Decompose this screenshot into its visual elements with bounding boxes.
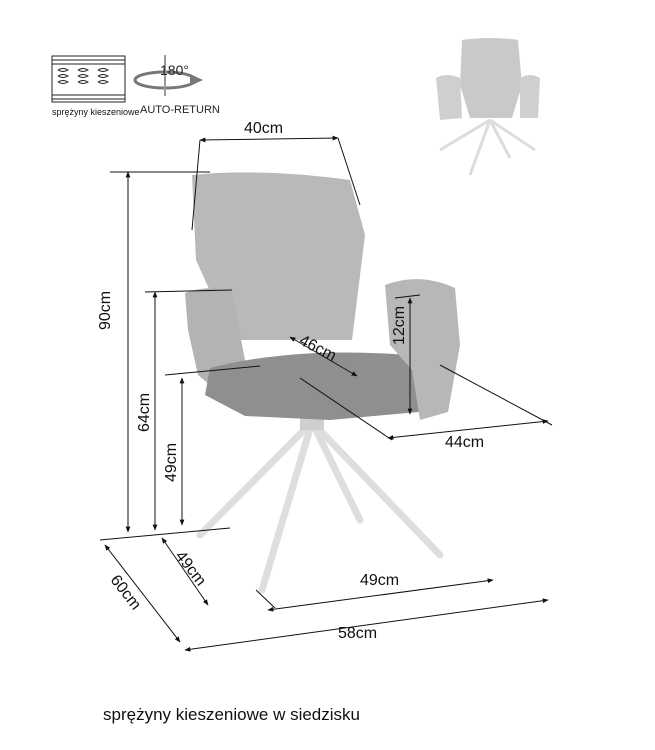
rotation-label: AUTO-RETURN: [140, 104, 220, 116]
chair-illustration: [185, 172, 460, 594]
dimension-seat-height: 49cm: [163, 442, 180, 482]
pocket-springs-icon: [51, 55, 126, 103]
chair-base: [196, 418, 444, 594]
caption: sprężyny kieszeniowe w siedzisku: [103, 705, 360, 724]
dimension-lines: [99, 135, 553, 652]
rotation-icon: [133, 55, 203, 96]
seat: [205, 352, 445, 420]
dimension-armrest-height: 64cm: [136, 392, 153, 432]
dimension-total-height: 90cm: [97, 290, 114, 330]
rotation-value: 180°: [160, 62, 189, 78]
dimension-overall-width: 58cm: [338, 625, 378, 642]
springs-label: sprężyny kieszeniowe: [52, 107, 140, 117]
dimension-armrest-above-seat: 12cm: [391, 305, 408, 345]
chair-back-thumbnail: [436, 38, 540, 176]
dimension-seat-width: 44cm: [445, 434, 485, 451]
dimension-seat-back-width: 40cm: [244, 120, 284, 137]
backrest: [192, 172, 365, 340]
dimension-base-width: 49cm: [360, 572, 400, 589]
right-armrest: [385, 279, 460, 420]
